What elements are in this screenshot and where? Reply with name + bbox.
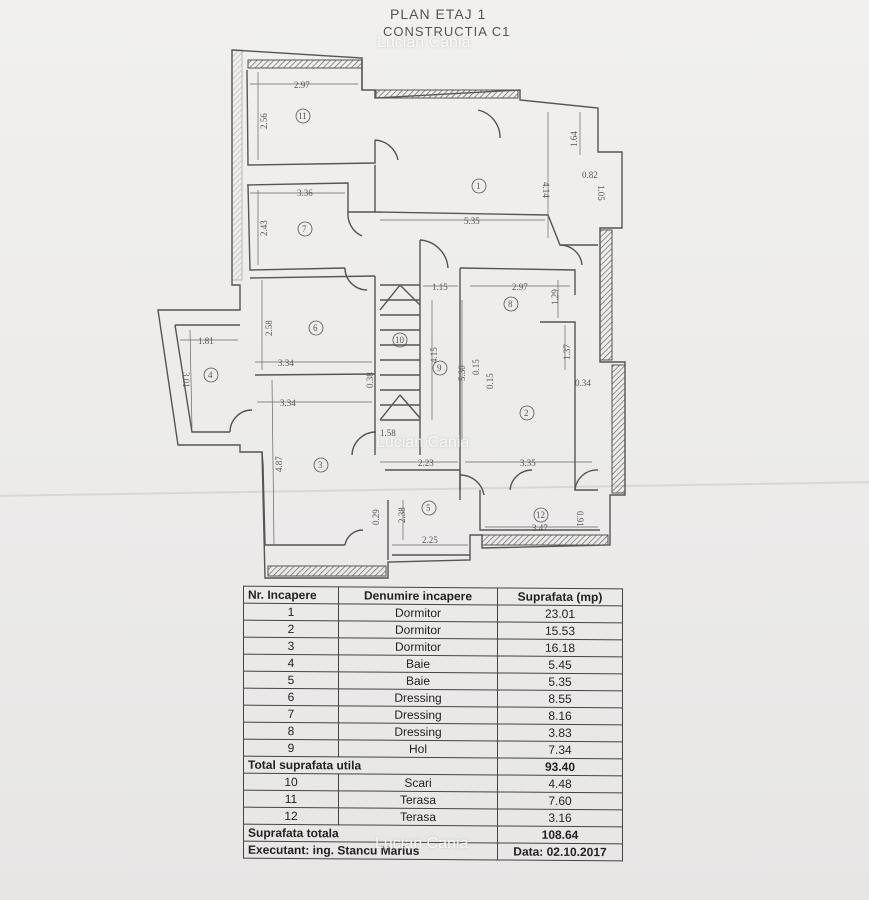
dim-label: 5.35 [464, 216, 480, 226]
col-header-area: Suprafata (mp) [497, 587, 623, 606]
cell-nr: 7 [243, 705, 339, 723]
room-number: 5 [426, 503, 431, 513]
cell-nr: 11 [243, 790, 339, 808]
dim-label: 2.25 [422, 535, 438, 545]
room-number: 9 [437, 363, 442, 373]
cell-name: Dormitor [338, 620, 498, 639]
cell-area: 7.60 [497, 791, 623, 810]
floor-plan: 2.97 2.56 3.36 2.43 2.58 3.34 1.81 3.01 … [157, 49, 626, 579]
dim-label: 3.34 [278, 358, 294, 368]
dim-label: 2.43 [259, 220, 269, 236]
cell-area: 8.16 [497, 706, 623, 725]
room-number: 3 [318, 460, 323, 470]
cell-nr: 6 [243, 688, 339, 706]
cell-name: Scari [338, 773, 498, 792]
dim-label: 1.29 [550, 289, 560, 305]
cell-nr: 9 [243, 739, 339, 757]
subtotal-value: 93.40 [497, 757, 623, 776]
dim-label: 0.91 [575, 511, 585, 527]
room-number: 4 [208, 370, 213, 380]
cell-name: Dressing [338, 722, 498, 741]
dim-label: 3.01 [181, 372, 191, 388]
cell-nr: 1 [243, 603, 339, 621]
cell-name: Baie [338, 654, 498, 673]
dim-label: 3.36 [297, 188, 313, 198]
dim-label: 4.15 [429, 347, 439, 363]
dim-label: 0.82 [582, 170, 598, 180]
room-area-table: Nr. Incapere Denumire incapere Suprafata… [243, 586, 623, 862]
cell-area: 3.16 [497, 808, 623, 827]
cell-name: Baie [338, 671, 498, 690]
dim-label: 3.35 [520, 458, 536, 468]
cell-area: 7.34 [497, 740, 623, 759]
cell-name: Dormitor [338, 603, 498, 622]
cell-nr: 2 [243, 620, 339, 638]
dim-label: 1.15 [432, 282, 448, 292]
dim-label: 1.05 [596, 185, 606, 201]
room-number: 6 [313, 323, 318, 333]
dim-label: 0.38 [365, 372, 375, 388]
dim-label: 1.64 [569, 131, 579, 147]
total-value: 108.64 [497, 825, 623, 844]
cell-area: 5.35 [497, 672, 623, 691]
col-header-nr: Nr. Incapere [243, 586, 339, 604]
cell-area: 23.01 [497, 604, 623, 623]
dim-label: 2.97 [294, 80, 310, 90]
cell-nr: 12 [243, 807, 339, 825]
cell-nr: 5 [243, 671, 339, 689]
room-number: 11 [298, 111, 307, 121]
room-number: 12 [536, 510, 545, 520]
watermark-text: Lucian Cania [377, 34, 471, 51]
dim-label: 3.47 [532, 523, 548, 533]
cell-name: Terasa [338, 790, 498, 809]
cell-name: Hol [338, 739, 498, 758]
cell-name: Dressing [338, 688, 498, 707]
cell-name: Dressing [338, 705, 498, 724]
subtotal-label: Total suprafata utila [243, 756, 498, 775]
dim-label: 0.29 [371, 509, 381, 525]
cell-area: 3.83 [497, 723, 623, 742]
cell-area: 16.18 [497, 638, 623, 657]
cell-nr: 8 [243, 722, 339, 740]
dim-label: 0.34 [575, 378, 591, 388]
cell-nr: 3 [243, 637, 339, 655]
dim-label: 2.38 [397, 507, 407, 523]
dim-label: 4.14 [541, 182, 551, 198]
dim-label: 2.58 [264, 320, 274, 336]
dim-label: 2.56 [259, 113, 269, 129]
watermark-text: Lucian Cania [376, 434, 470, 451]
cell-nr: 10 [243, 773, 339, 791]
date-label: Data: 02.10.2017 [497, 842, 623, 861]
room-number: 10 [395, 335, 405, 345]
dim-label: 0.15 [485, 373, 495, 389]
col-header-name: Denumire incapere [338, 586, 498, 605]
dim-label: 1.81 [198, 336, 214, 346]
dim-label: 2.23 [418, 458, 434, 468]
watermark-text: Lucian Cania [375, 835, 469, 852]
dim-label: 5.30 [457, 365, 467, 381]
cell-name: Dormitor [338, 637, 498, 656]
cell-nr: 4 [243, 654, 339, 672]
room-number: 1 [476, 181, 481, 191]
cell-area: 8.55 [497, 689, 623, 708]
plan-subtitle: CONSTRUCTIA C1 [383, 24, 511, 39]
room-number: 2 [524, 408, 529, 418]
dim-label: 1.58 [380, 428, 396, 438]
cell-area: 5.45 [497, 655, 623, 674]
dim-label: 2.97 [512, 282, 528, 292]
dim-label: 1.37 [562, 344, 572, 360]
dim-label: 4.87 [274, 456, 284, 472]
room-number: 7 [302, 224, 307, 234]
cell-name: Terasa [338, 807, 498, 826]
cell-area: 15.53 [497, 621, 623, 640]
room-number: 8 [508, 299, 513, 309]
dim-label: 3.34 [280, 398, 296, 408]
plan-title: PLAN ETAJ 1 [390, 6, 487, 22]
dim-label: 0.15 [471, 359, 481, 375]
cell-area: 4.48 [497, 774, 623, 793]
